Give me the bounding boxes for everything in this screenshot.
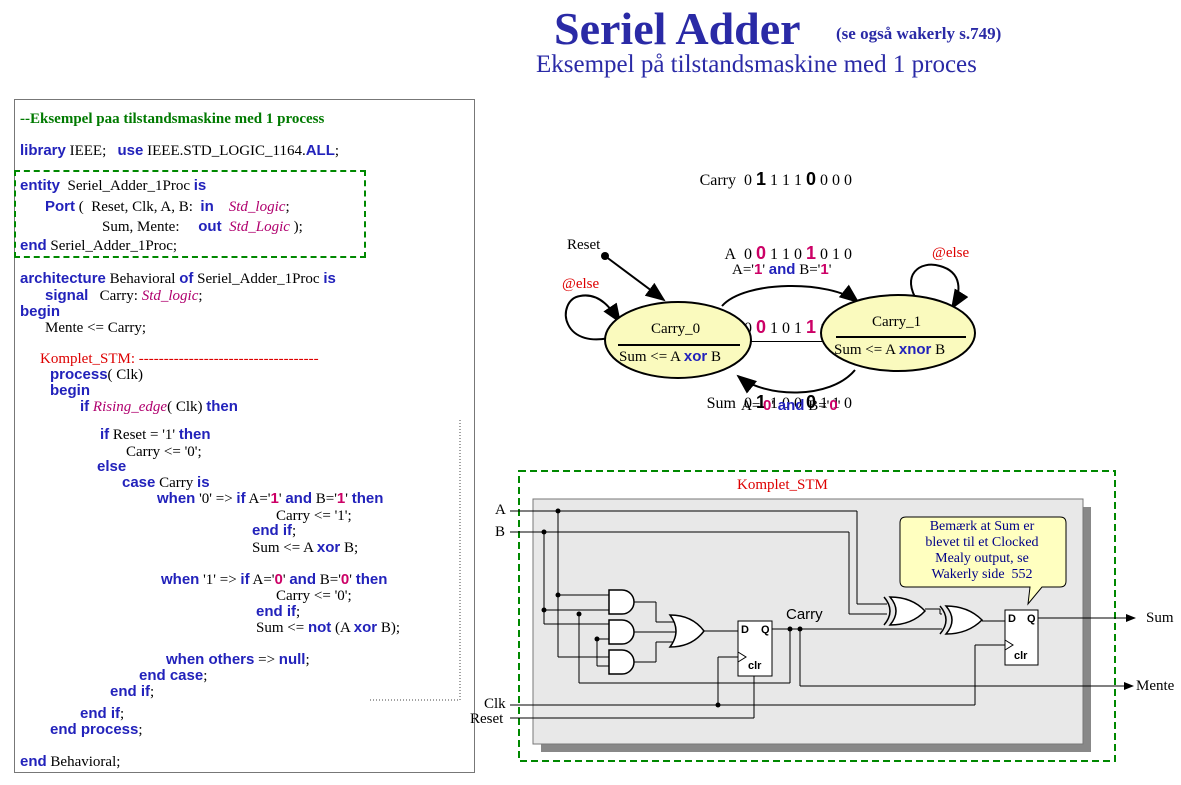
transition-01-label: A='1' and B='1': [732, 261, 832, 278]
state-carry0: [604, 301, 752, 379]
self-loop-carry0: [564, 294, 622, 341]
code-process-label-line: Komplet_STM: ---------------------------…: [40, 351, 319, 367]
state-carry1-name: Carry_1: [872, 314, 922, 330]
input-reset-label: Reset: [470, 711, 504, 727]
code-architecture-line: architecture Behavioral of Seriel_Adder_…: [20, 270, 336, 288]
truth-row-carry: Carry 0 1 1 1 1 0 0 0 0: [699, 169, 853, 189]
ff1-d-label: D: [741, 624, 749, 636]
code-comment-line: --Eksempel paa tilstandsmaskine med 1 pr…: [20, 111, 325, 127]
output-sum-label: Sum: [1146, 610, 1174, 626]
truth-row-sum: Sum 0 1 1 0 0 0 1 1 0: [706, 392, 853, 412]
input-b-label: B: [495, 524, 506, 540]
code-end-architecture-line: end Behavioral;: [20, 753, 121, 771]
circuit-title: Komplet_STM: [737, 477, 828, 493]
reset-label: Reset: [567, 237, 601, 253]
code-endif3-line: end if;: [110, 683, 155, 701]
circuit-outer-box: [518, 470, 1116, 762]
code-endif-line: end if;: [252, 522, 297, 540]
page-title: Seriel Adder: [554, 3, 801, 54]
code-endif2-line: end if;: [256, 603, 301, 621]
code-end-entity-line: end Seriel_Adder_1Proc;: [20, 237, 178, 255]
code-begin-line: begin: [20, 303, 60, 320]
page-subtitle: Eksempel på tilstandsmaskine med 1 proce…: [536, 51, 977, 78]
code-sum-xnor-line: Sum <= not (A xor B);: [256, 619, 401, 637]
code-entity-line: entity Seriel_Adder_1Proc is: [20, 177, 207, 195]
input-a-label: A: [495, 502, 506, 518]
flip-flop-carry: [737, 620, 773, 677]
transition-carry0-to-carry1: [721, 284, 860, 307]
state-carry1: [820, 294, 976, 372]
transition-10-label: A='0' and B='0': [741, 397, 841, 414]
code-when0-line: when '0' => if A='1' and B='1' then: [157, 490, 384, 508]
code-case-line: case Carry is: [122, 474, 210, 492]
code-sum-xor-line: Sum <= A xor B;: [252, 539, 359, 557]
state-carry0-output: Sum <= A xor B: [619, 348, 721, 365]
code-process-line: process( Clk): [50, 366, 143, 384]
vhdl-code-pane: [14, 99, 475, 773]
code-end-case-line: end case;: [139, 667, 208, 685]
code-library-line: library IEEE; use IEEE.STD_LOGIC_1164.AL…: [20, 142, 340, 160]
carry-wire-label: Carry: [786, 606, 823, 623]
else-label-right: @else: [932, 245, 970, 261]
callout-bubble: [899, 516, 1067, 606]
code-process-begin-line: begin: [50, 382, 90, 399]
code-carry-clear-line: Carry <= '0';: [276, 588, 352, 604]
code-else-line: else: [97, 458, 127, 475]
and-gate-1: [608, 589, 635, 615]
code-when-others-line: when others => null;: [166, 651, 310, 669]
xnor-gate: [944, 605, 984, 635]
state-carry1-output: Sum <= A xnor B: [834, 341, 946, 358]
code-carry-set-line: Carry <= '1';: [276, 508, 352, 524]
input-clk-label: Clk: [484, 696, 506, 712]
ff2-q-label: Q: [1027, 613, 1036, 625]
code-reset-if-line: if Reset = '1' then: [100, 426, 211, 444]
code-port-line: Port ( Reset, Clk, A, B: in Std_logic;: [45, 198, 290, 216]
code-endif4-line: end if;: [80, 705, 125, 723]
code-when1-line: when '1' => if A='0' and B='0' then: [161, 571, 388, 589]
self-loop-carry1: [910, 263, 969, 310]
code-end-process-line: end process;: [50, 721, 143, 739]
output-mente-label: Mente: [1136, 678, 1175, 694]
or-gate: [668, 614, 705, 648]
state-carry0-name: Carry_0: [651, 321, 701, 337]
code-mente-assign-line: Mente <= Carry;: [45, 320, 147, 336]
and-gate-2: [608, 619, 635, 645]
code-rising-edge-line: if Rising_edge( Clk) then: [80, 398, 238, 416]
ff1-clr-label: clr: [748, 660, 762, 672]
reset-arrow: [604, 255, 666, 302]
entity-highlight-box: [14, 170, 366, 258]
truth-row-a: A 0 0 1 1 0 1 0 1 0: [724, 243, 853, 263]
ff2-clr-label: clr: [1014, 650, 1028, 662]
xor-gate-1: [888, 596, 927, 626]
and-gate-3: [608, 649, 635, 675]
ff1-q-label: Q: [761, 624, 770, 636]
else-label-left: @else: [562, 276, 600, 292]
transition-carry1-to-carry0: [736, 369, 856, 394]
code-carry-reset-line: Carry <= '0';: [126, 444, 202, 460]
code-signal-line: signal Carry: Std_logic;: [45, 287, 203, 305]
ff2-d-label: D: [1008, 613, 1016, 625]
title-reference-note: (se også wakerly s.749): [836, 24, 1002, 43]
flip-flop-sum: [1004, 609, 1039, 666]
code-port-out-line: Sum, Mente: out Std_Logic );: [102, 218, 303, 236]
